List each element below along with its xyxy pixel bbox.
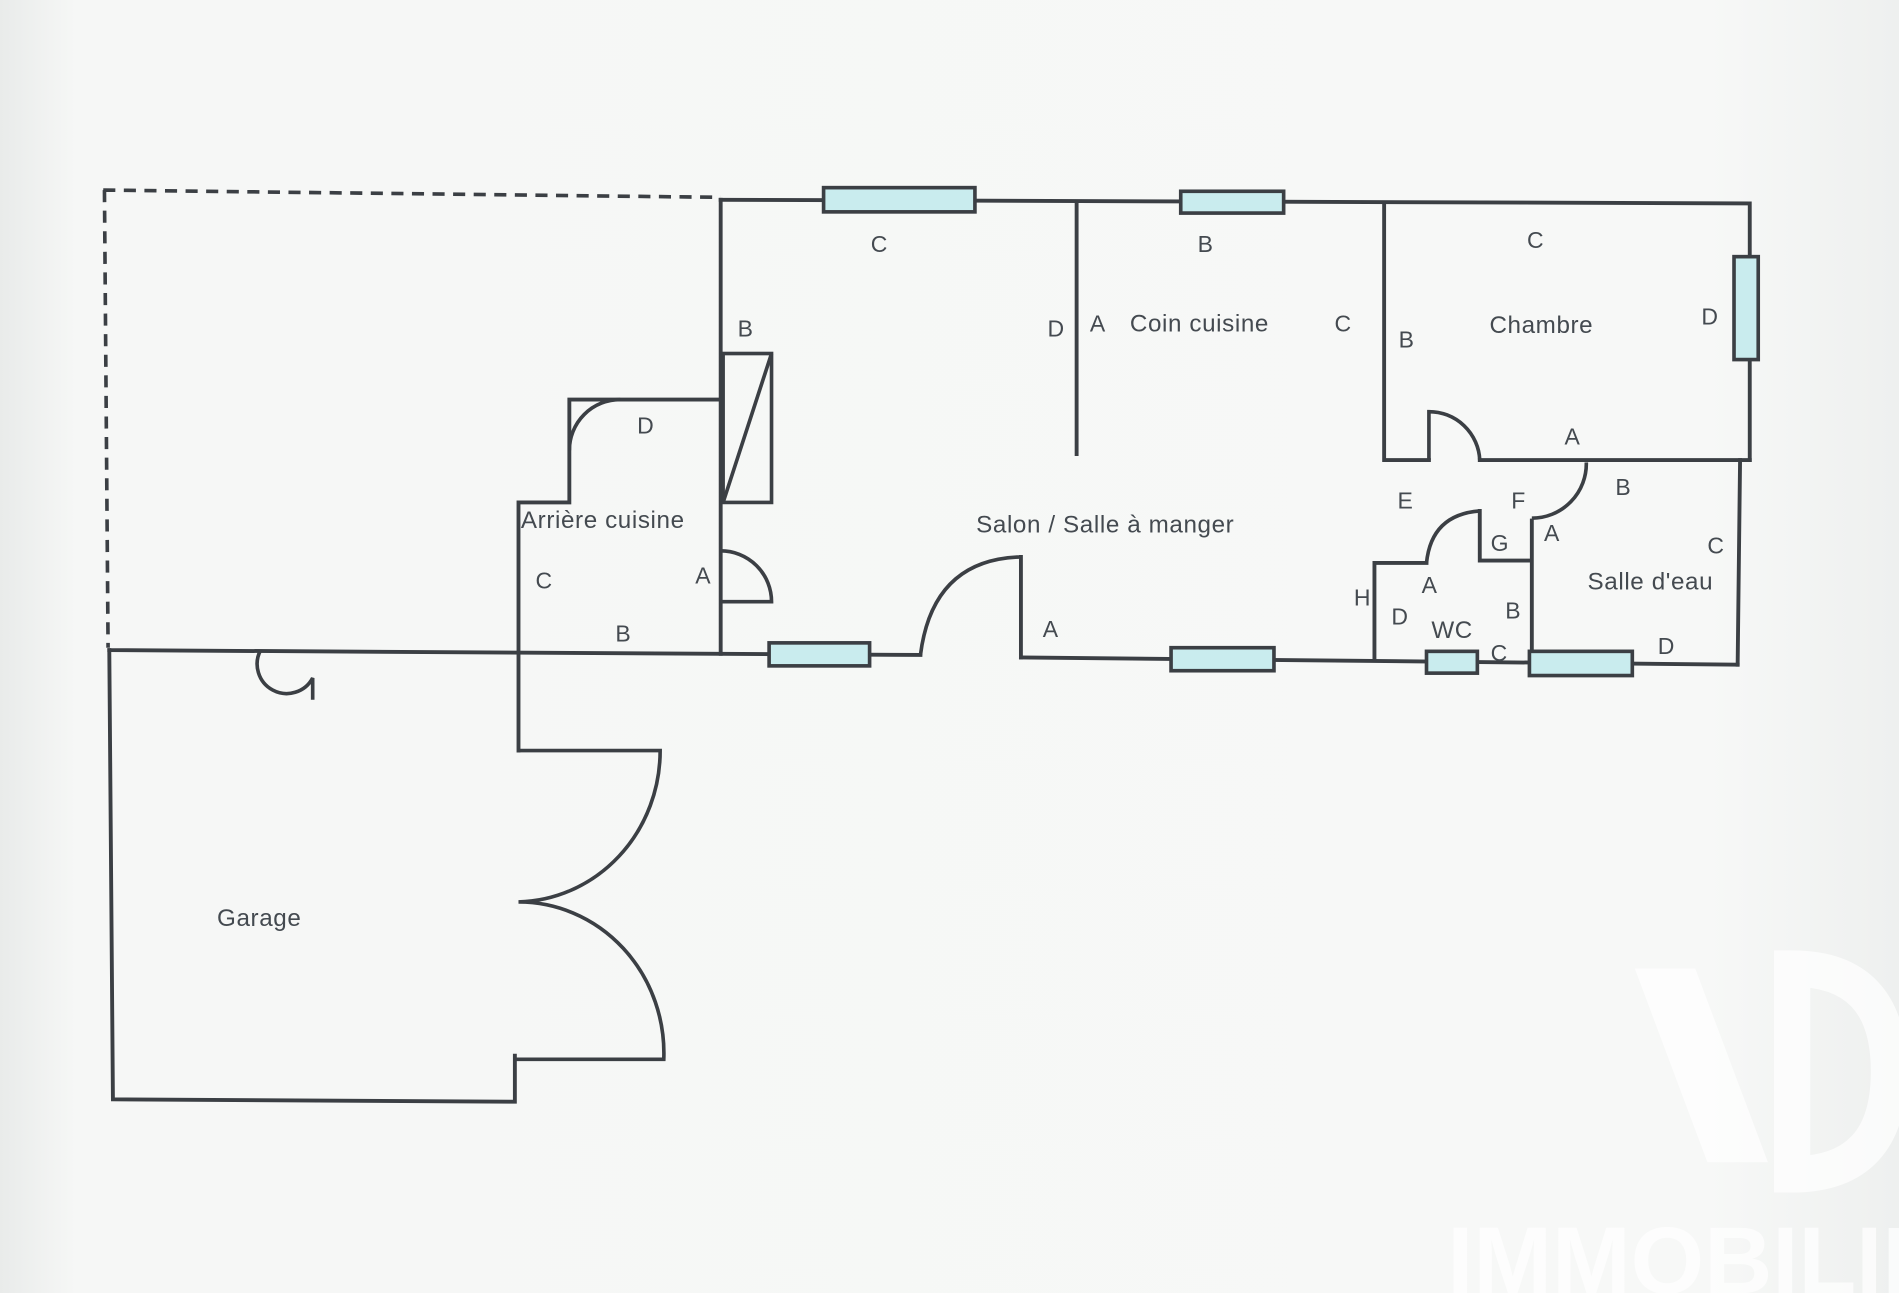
wall-label: C [1707,532,1724,558]
wall-label: D [1391,604,1408,630]
wall-label: F [1511,487,1526,513]
room-label-salle-deau: Salle d'eau [1588,569,1714,596]
wall-label: C [871,231,888,257]
room-label-salon: Salon / Salle à manger [976,512,1234,539]
doors [255,397,1589,1062]
wall-label: E [1397,487,1413,513]
wall-label: C [1491,640,1508,666]
wall-label: D [637,412,654,438]
wall-label: B [1505,598,1521,624]
wall-label: C [1527,227,1544,253]
wall-label: A [1043,616,1059,642]
wall-label: A [1544,520,1560,546]
windows [721,185,1761,678]
room-label-wc: WC [1431,617,1473,644]
room-label-chambre: Chambre [1489,312,1593,339]
wall-label: G [1491,530,1510,556]
wall-label: A [1090,311,1106,337]
wall-labels: C B D A A B C B C D A D C A B E F G H A … [535,227,1724,666]
wall-label: C [535,567,552,593]
watermark-text: IMMOBILIER [1447,1209,1899,1293]
wall-label: D [1701,303,1718,329]
watermark-logo: IMMOBILIER [1447,950,1899,1293]
wall-label: A [1422,572,1438,598]
wall-label: B [1615,474,1631,500]
room-label-coin-cuisine: Coin cuisine [1130,311,1269,338]
wall-label: B [1198,231,1214,257]
wall-label: A [695,563,711,589]
wall-label: C [1334,311,1351,337]
wall-label: D [1658,633,1675,659]
wall-label: B [1399,326,1415,352]
wall-label: B [615,621,631,647]
wall-label: H [1354,584,1371,610]
wall-label: A [1565,423,1581,449]
room-label-arriere-cuisine: Arrière cuisine [521,507,685,534]
dashed-outline [102,188,721,648]
wall-label: B [738,316,754,342]
wall-label: D [1048,316,1065,342]
room-label-garage: Garage [217,905,301,932]
